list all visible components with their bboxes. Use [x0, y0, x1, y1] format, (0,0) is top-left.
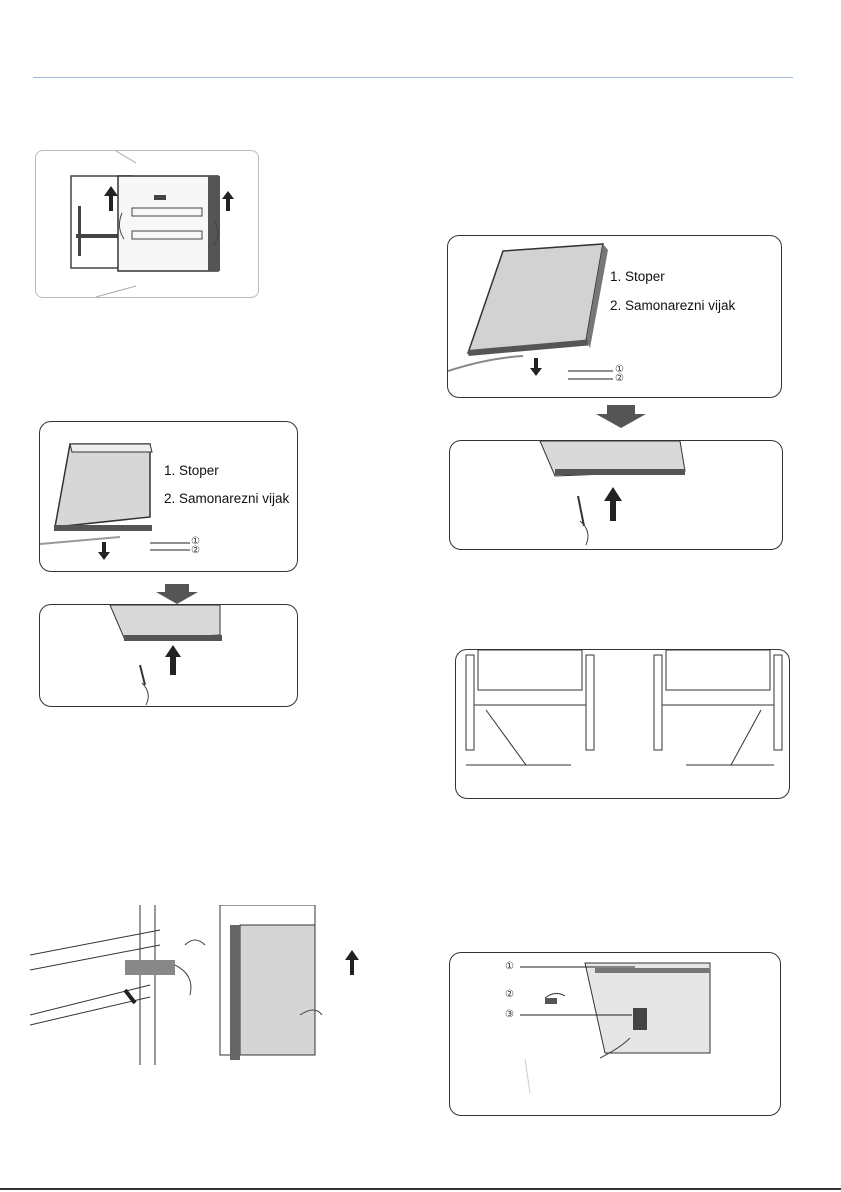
left-screw-panel	[39, 604, 298, 707]
cabinet-top-panel	[455, 649, 790, 799]
hinge-panel-drawing	[450, 953, 780, 1115]
right-screw-panel	[449, 440, 783, 550]
left-screw-drawing	[40, 605, 297, 706]
left-callout-2: ②	[191, 545, 200, 556]
door-lift-illustration	[35, 150, 259, 298]
right-label-stoper: 1. Stoper	[610, 269, 665, 284]
right-label-vijak: 2. Samonarezni vijak	[610, 298, 735, 313]
hinge-panel: ① ② ③	[449, 952, 781, 1116]
hinge-callout-3: ③	[505, 1009, 514, 1020]
cabinet-top-drawing	[456, 650, 789, 798]
left-label-vijak: 2. Samonarezni vijak	[164, 491, 289, 506]
bottom-rule	[0, 1188, 841, 1190]
header-rule	[33, 77, 793, 78]
door-lift-drawing	[36, 151, 258, 297]
right-stopper-removal-panel: 1. Stoper 2. Samonarezni vijak ① ②	[447, 235, 782, 398]
hinge-door-drawing	[30, 905, 360, 1065]
hinge-callout-1: ①	[505, 961, 514, 972]
hinge-callout-2: ②	[505, 989, 514, 1000]
hinge-door-illustration	[30, 905, 360, 1065]
right-screw-drawing	[450, 441, 782, 549]
left-label-stoper: 1. Stoper	[164, 463, 219, 478]
left-stopper-removal-panel: 1. Stoper 2. Samonarezni vijak ① ②	[39, 421, 298, 572]
right-callout-2: ②	[615, 373, 624, 384]
